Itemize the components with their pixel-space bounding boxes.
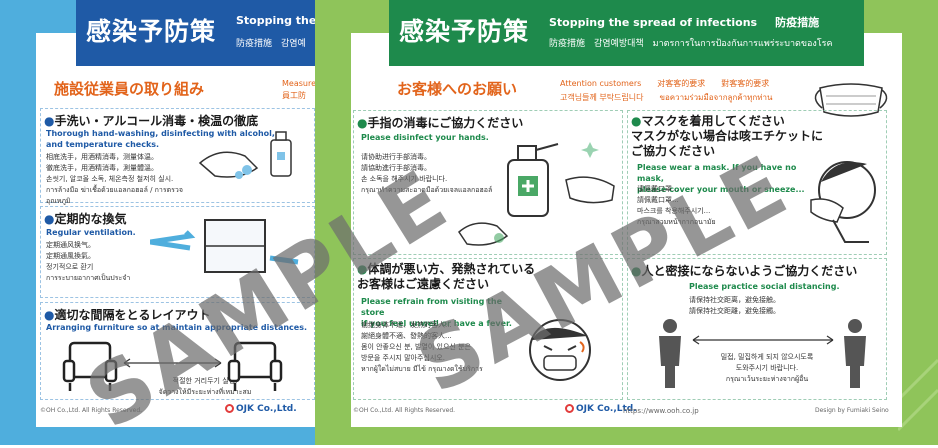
left-section-handwash xyxy=(40,108,315,203)
decorative-stripes xyxy=(898,358,938,432)
right-section-2-lines: 请佩戴口罩... 請佩戴口罩... 마스크를 착용해주시기... กรุณาสว… xyxy=(637,185,716,226)
left-section-2-lines: 定期通风换气。 定期通風換氣。 정기적으로 환기 การระบายอากาศเป… xyxy=(46,241,131,282)
person-icon xyxy=(844,319,866,388)
left-footer-copyright: ©OH Co.,Ltd. All Rights Reserved. xyxy=(40,407,143,414)
right-header-sub: 防疫措施 감염예방대책 มาตรการในการป้องกันการแพร่ระ… xyxy=(549,39,833,49)
left-section-1-lines: 相底洗手，用酒精消毒，测量体温。 徹底洗手，用酒精消毒，測量體溫。 손씻기, 알… xyxy=(46,153,183,205)
person-icon xyxy=(659,319,681,388)
right-section-disinfect xyxy=(353,110,623,255)
left-section-2-title: ●定期的な換気 xyxy=(44,212,127,226)
left-header-sub: 防疫措施 감염예 xyxy=(236,39,306,49)
sanitizer-icon xyxy=(507,142,615,217)
left-section-3-en: Arranging furniture so at maintain appro… xyxy=(46,323,308,332)
left-subtitle: 施設従業員の取り組み xyxy=(54,80,205,98)
right-company-logo: OJK Co.,Ltd. xyxy=(565,404,637,414)
right-distance-caption: 밀접, 밀집하게 되지 않으시도록 도와주시기 바랍니다. กรุณาเว้นร… xyxy=(720,353,814,383)
left-subtitle-small-2: 員工防 xyxy=(282,91,306,100)
right-section-1-title: ●手指の消毒にご協力ください xyxy=(357,116,524,130)
sick-face-icon xyxy=(529,319,591,381)
right-subtitle-small-1: Attention customers 对客客的要求 對客客的要求 xyxy=(560,79,770,88)
left-company-logo: OJK Co.,Ltd. xyxy=(225,404,297,414)
left-subtitle-small-1: Measure xyxy=(282,79,315,88)
right-section-3-en: Please refrain from visiting the store i… xyxy=(361,297,512,328)
left-title: 感染予防策 xyxy=(86,17,217,46)
hand-wash-icon xyxy=(458,222,509,246)
sneeze-face-icon xyxy=(810,161,876,243)
mask-icon xyxy=(814,83,888,117)
left-header: 感染予防策 Stopping the 防疫措施 감염예 xyxy=(76,0,315,66)
right-footer-copyright: ©OH Co.,Ltd. All Rights Reserved. xyxy=(353,407,456,414)
left-section-1-en: Thorough hand-washing, disinfecting with… xyxy=(46,129,275,149)
right-section-4-en: Please practice social distancing. xyxy=(689,282,840,291)
right-footer-url: https://www.ooh.co.jp xyxy=(623,407,699,415)
right-section-distance xyxy=(627,258,887,400)
right-title: 感染予防策 xyxy=(399,17,530,46)
right-section-1-en: Please disinfect your hands. xyxy=(361,133,489,142)
left-section-1-title: ●手洗い・アルコール消毒・検温の徹底 xyxy=(44,114,259,128)
right-subtitle: お客様へのお願い xyxy=(397,80,518,98)
right-section-1-lines: 请协助进行手部消毒。 請協助進行手部消毒。 손 소독을 해주시기 바랍니다. ก… xyxy=(361,153,493,194)
right-footer-credit: Design by Fumiaki Seino xyxy=(815,407,889,414)
distance-arrow-icon xyxy=(692,335,834,345)
left-poster: 感染予防策 Stopping the 防疫措施 감염예 施設従業員の取り組み M… xyxy=(0,0,315,445)
right-section-unwell xyxy=(353,258,623,400)
right-section-2-title: ●マスクを着用してください マスクがない場合は咳エチケットに ご協力ください xyxy=(631,114,824,158)
right-subtitle-small-2: 고객님들께 부탁드립니다 ขอความร่วมมือจากลูกค้าทุกท่… xyxy=(560,93,773,102)
right-section-2-en: Please wear a mask. If you have no mask,… xyxy=(637,163,805,194)
right-section-3-lines: 谢绝身体不适、发热的客人... 謝絕身體不適、發熱的客人... 몸이 안좋으신 … xyxy=(361,321,483,373)
chair-icon xyxy=(227,341,283,391)
right-section-4-lines: 请保持社交距离，避免接触。 請保持社交距離，避免接觸。 xyxy=(689,296,780,315)
right-section-mask xyxy=(627,110,887,255)
right-section-3-title: ●体調が悪い方、発熱されている お客様はご遠慮ください xyxy=(357,262,536,291)
left-section-layout xyxy=(40,302,315,400)
left-header-en: Stopping the xyxy=(236,14,315,27)
window-icon xyxy=(150,219,299,273)
right-section-4-title: ●人と密接にならないようご協力ください xyxy=(631,264,858,278)
left-section-2-en: Regular ventilation. xyxy=(46,228,136,237)
chair-icon xyxy=(62,341,118,391)
distance-arrow-icon xyxy=(123,358,222,368)
right-poster-card xyxy=(351,33,902,427)
left-section-ventilation xyxy=(40,206,315,298)
hand-wash-icon xyxy=(198,131,292,179)
left-section-3-title: ●適切な間隔をとるレイアウト xyxy=(44,308,211,322)
